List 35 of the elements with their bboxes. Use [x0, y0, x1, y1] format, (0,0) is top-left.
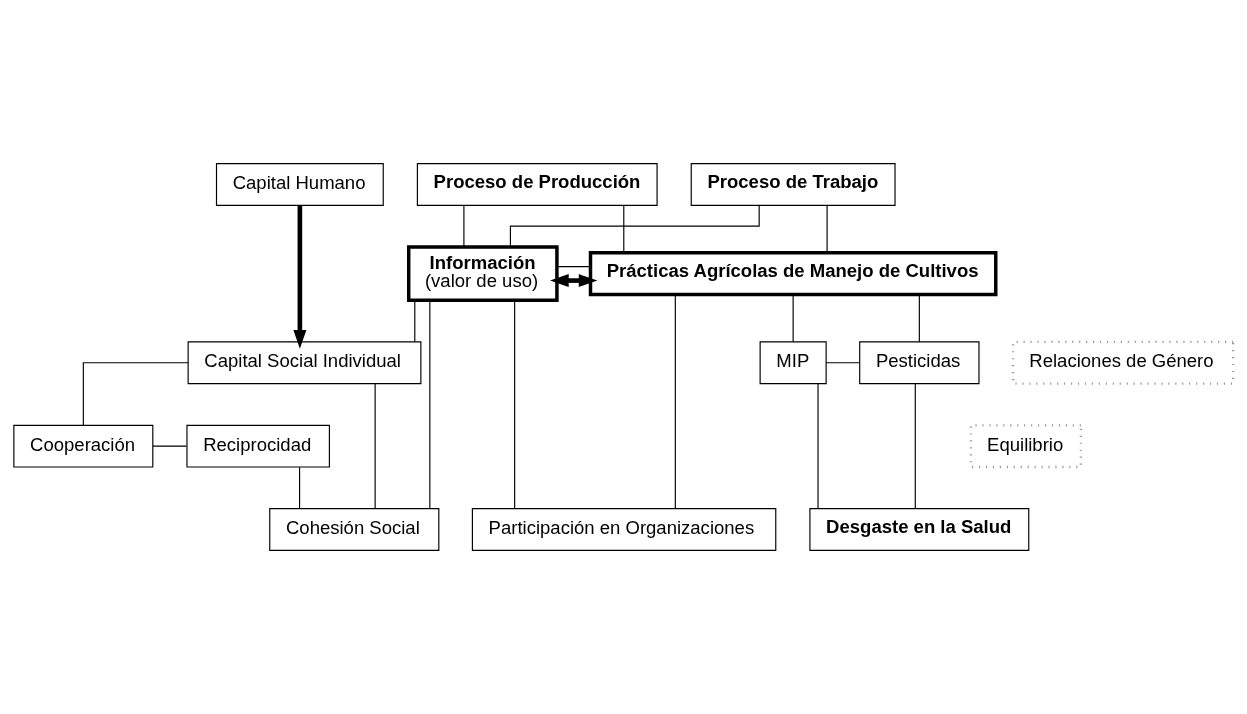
connector [826, 205, 828, 254]
connector [918, 294, 920, 343]
connector [414, 299, 416, 342]
node-box: Reciprocidad [186, 424, 330, 468]
connector [463, 205, 465, 248]
connector [299, 466, 301, 509]
connector [674, 293, 676, 510]
connector [514, 299, 516, 510]
connector [792, 294, 794, 343]
node-box: Relaciones de Género [1011, 340, 1235, 385]
node-box: Capital Social Individual [187, 341, 422, 385]
arrow [550, 274, 598, 288]
node-box: MIP [759, 341, 827, 385]
node-box: Equilibrio [969, 424, 1083, 469]
node-box: Proceso de Trabajo [690, 163, 896, 206]
connector [152, 445, 188, 447]
connector [429, 299, 431, 510]
connector [825, 362, 861, 364]
connector [82, 362, 189, 426]
connector [623, 205, 625, 254]
node-box: Desgaste en la Salud [809, 508, 1030, 551]
connector [914, 383, 916, 510]
node-box: Participación en Organizaciones [471, 508, 777, 551]
node-box: Cooperación [13, 424, 154, 468]
node-box: Prácticas Agrícolas de Manejo de Cultivos [588, 251, 998, 297]
connector [556, 266, 591, 268]
connector [374, 383, 376, 510]
connector [509, 205, 760, 248]
node-box: Información (valor de uso) [406, 245, 559, 302]
node-box: Pesticidas [859, 341, 980, 385]
node-box: Cohesión Social [269, 508, 440, 551]
connector [817, 383, 819, 510]
node-box: Capital Humano [215, 163, 384, 206]
arrow [293, 205, 307, 349]
node-box: Proceso de Producción [416, 163, 658, 206]
